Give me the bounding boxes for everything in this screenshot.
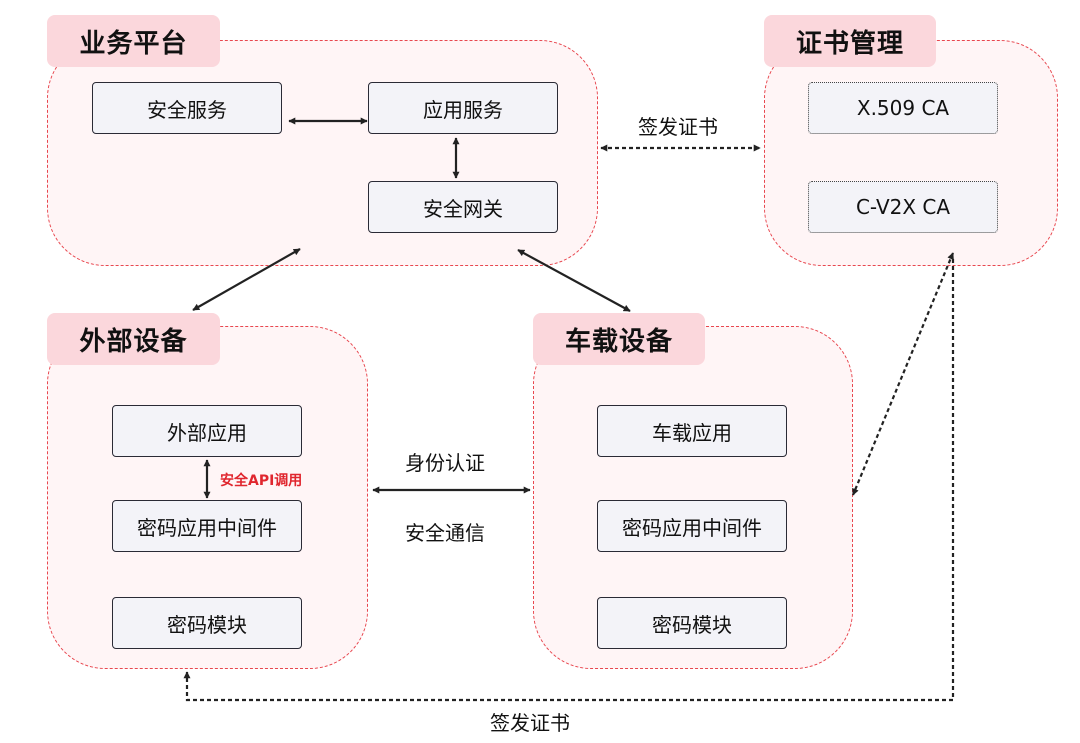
issue-cert-bottom-label: 签发证书 [490, 711, 570, 735]
secure-comm-label: 安全通信 [405, 521, 485, 545]
x509-ca-node: X.509 CA [808, 82, 998, 134]
arrow-gateway-vehicle [517, 249, 631, 312]
external-crypto-middleware-node: 密码应用中间件 [112, 500, 302, 552]
vehicle-device-title: 车载设备 [533, 313, 705, 365]
vehicle-crypto-module-node: 密码模块 [597, 597, 787, 649]
external-app-node: 外部应用 [112, 405, 302, 457]
app-service-node: 应用服务 [368, 82, 558, 134]
security-gateway-node: 安全网关 [368, 181, 558, 233]
arrow-platform-external [192, 248, 301, 311]
secure-api-call-label: 安全API调用 [220, 473, 303, 489]
vehicle-crypto-middleware-node: 密码应用中间件 [597, 500, 787, 552]
external-crypto-module-node: 密码模块 [112, 597, 302, 649]
vehicle-app-node: 车载应用 [597, 405, 787, 457]
arrow-cert-mgmt-external [183, 259, 955, 702]
issue-cert-top-label: 签发证书 [638, 115, 718, 139]
identity-auth-label: 身份认证 [405, 451, 485, 475]
security-service-node: 安全服务 [92, 82, 282, 134]
business-platform-title: 业务平台 [47, 15, 220, 67]
cert-management-title: 证书管理 [764, 15, 936, 67]
arrow-cert-mgmt-vehicle [851, 252, 955, 496]
cv2x-ca-node: C-V2X CA [808, 181, 998, 233]
external-device-title: 外部设备 [47, 313, 220, 365]
